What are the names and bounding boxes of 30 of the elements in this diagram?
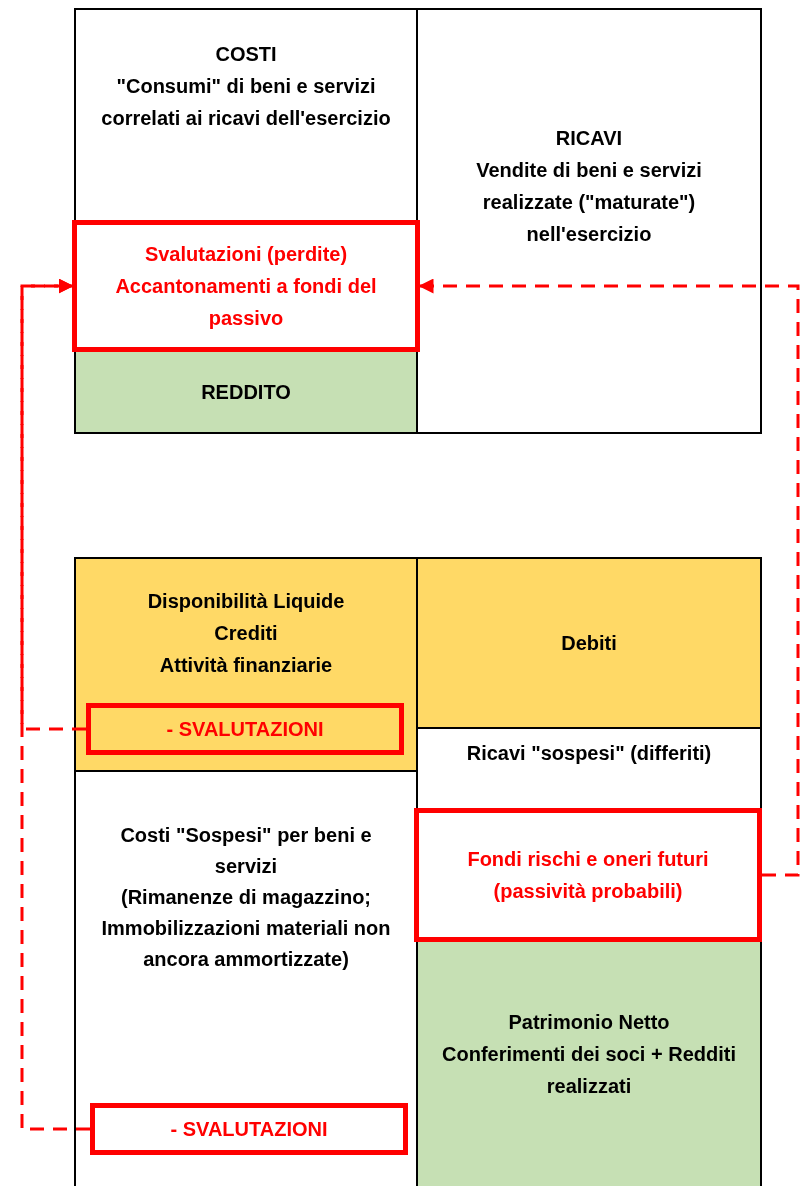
cell-heading: COSTI [215, 42, 277, 67]
highlight-box [414, 808, 762, 942]
cell-text: Ricavi "sospesi" (differiti) [466, 741, 712, 766]
table-cell [74, 8, 418, 222]
cell-text: Conferimenti dei soci + Redditi realizzati [441, 1042, 737, 1099]
cell-text: REDDITO [201, 380, 291, 405]
cell-heading: Costi "Sospesi" per beni e servizi [119, 823, 373, 879]
table-cell [416, 557, 762, 729]
cell-text: Debiti [561, 631, 617, 656]
highlight-text: - SVALUTAZIONI [170, 1116, 328, 1142]
dashed-arrow [20, 278, 90, 1131]
highlight-box [90, 1103, 408, 1155]
highlight-text: Fondi rischi e oneri futuri (passività probabili) [466, 847, 710, 904]
table-cell [74, 557, 418, 772]
table-cell [74, 350, 418, 434]
cell-text: Vendite di beni e servizi realizzate ("maturate") nell'esercizio [475, 158, 703, 247]
cell-heading: Patrimonio Netto [508, 1010, 670, 1035]
cell-text: Disponibilità Liquide [147, 589, 345, 614]
highlight-box [86, 703, 404, 755]
highlight-box [72, 220, 420, 352]
highlight-text: - SVALUTAZIONI [166, 717, 324, 742]
cell-text: Crediti [214, 621, 278, 646]
highlight-text: Svalutazioni (perdite) Accantonamenti a fondi del passivo [114, 242, 378, 331]
cell-heading: RICAVI [555, 126, 623, 151]
cell-text: Attività finanziarie [159, 653, 333, 678]
dashed-arrow [418, 278, 800, 877]
cell-text: "Consumi" di beni e servizi correlati ai ricavi dell'esercizio [100, 74, 392, 131]
cell-text: (Rimanenze di magazzino; Immobilizzazioni materiali non ancora ammortizzate) [100, 885, 392, 972]
table-cell [416, 8, 762, 276]
table-cell [416, 940, 762, 1186]
